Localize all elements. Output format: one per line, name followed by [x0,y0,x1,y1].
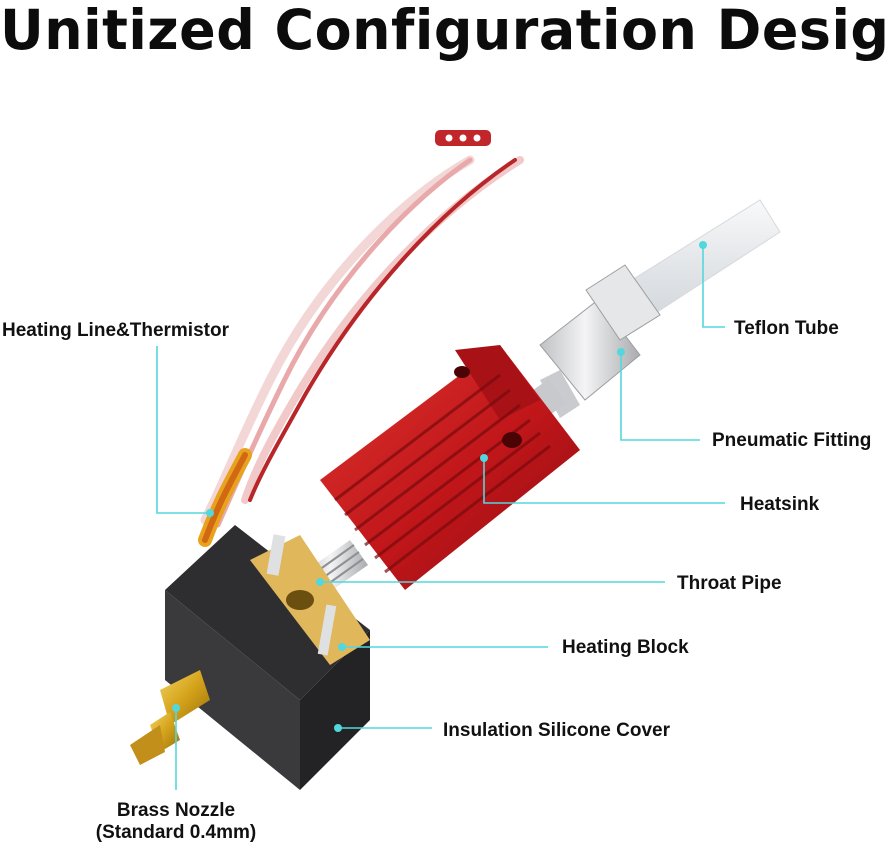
connector-plug [435,130,491,146]
label-brass-nozzle-standard: (Standard 0.4mm) [96,822,256,843]
leader-heating-line [156,346,210,514]
label-heatsink: Heatsink [740,494,820,515]
leader-teflon-tube [702,245,725,328]
leader-heatsink [483,458,725,504]
label-pneumatic-fitting: Pneumatic Fitting [712,430,871,451]
pneumatic-fitting-shape [524,264,661,421]
label-throat-pipe: Throat Pipe [677,573,782,594]
heating-block-shape [165,525,370,790]
label-insulation-silicone-cover: Insulation Silicone Cover [443,720,671,741]
leader-dots [172,241,707,732]
heatsink-shape [320,345,580,590]
label-brass-nozzle: Brass Nozzle [117,800,235,821]
page-title: Unitized Configuration Design [0,0,891,62]
label-teflon-tube: Teflon Tube [734,318,839,339]
heating-line-thermistor-wires [198,155,524,547]
label-heating-line-thermistor: Heating Line&Thermistor [2,320,230,341]
brass-nozzle-shape [130,670,210,765]
leader-lines [156,245,725,790]
label-heating-block: Heating Block [562,637,689,658]
leader-pneumatic-fitting [620,352,700,441]
